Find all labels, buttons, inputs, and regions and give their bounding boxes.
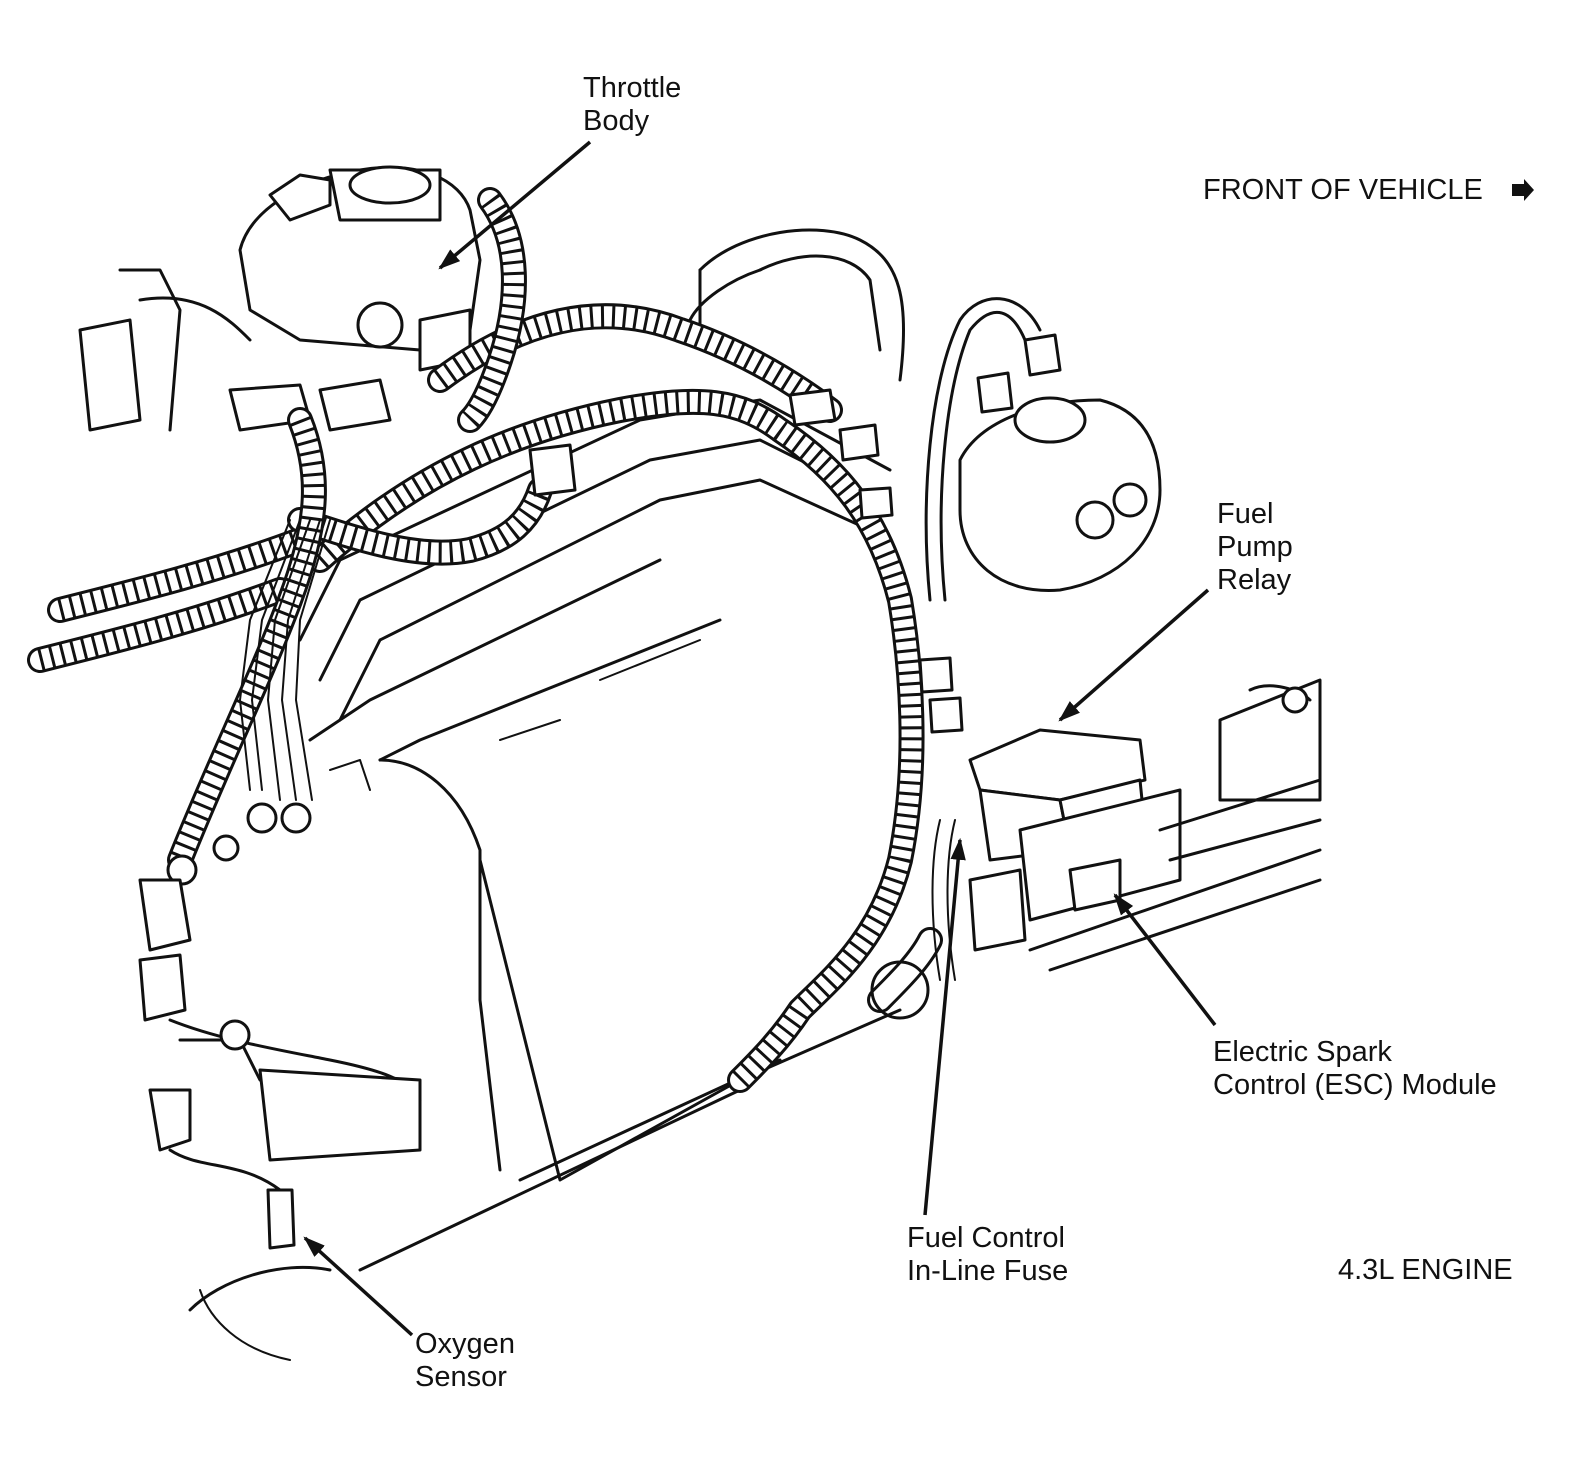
esc-module-line-2: Control (ESC) Module (1213, 1069, 1497, 1101)
vehicle-frame (1028, 678, 1322, 972)
harness-connectors (528, 388, 964, 734)
throttle-body-label: Throttle Body (583, 72, 681, 138)
oxygen-sensor-label: Oxygen Sensor (415, 1328, 515, 1394)
fuel-pump-relay-line-2: Pump (1217, 531, 1293, 563)
wiring-harness (27, 187, 943, 1093)
fuel-control-fuse-line-2: In-Line Fuse (907, 1255, 1069, 1287)
throttle-body-assembly (78, 165, 482, 432)
front-of-vehicle-text: FRONT OF VEHICLE (1203, 174, 1483, 206)
fuel-pump-relay-label: Fuel Pump Relay (1217, 498, 1293, 597)
throttle-body-label-line-1: Throttle (583, 72, 682, 104)
fuel-control-fuse-line-1: Fuel Control (907, 1222, 1065, 1254)
oxygen-sensor-line-1: Oxygen (415, 1328, 515, 1360)
throttle-body-label-line-2: Body (583, 105, 650, 137)
fuel-pump-relay-leader (1058, 588, 1210, 722)
esc-module-line-1: Electric Spark (1213, 1036, 1392, 1068)
oxygen-sensor-line-2: Sensor (415, 1361, 507, 1393)
fuel-canister (924, 297, 1162, 602)
exhaust-manifold (138, 878, 422, 1361)
esc-module-label: Electric Spark Control (ESC) Module (1213, 1036, 1497, 1102)
right-pointing-arrow-icon (1512, 179, 1534, 201)
fuel-control-fuse-label: Fuel Control In-Line Fuse (907, 1222, 1068, 1288)
relay-module-cluster (931, 728, 1182, 981)
esc-module-leader (1113, 893, 1217, 1027)
oxygen-sensor-leader (303, 1236, 414, 1337)
engine-label-text: 4.3L ENGINE (1338, 1254, 1513, 1286)
left-wire-bundle (166, 519, 371, 886)
leader-lines (303, 140, 1217, 1337)
engine-label: 4.3L ENGINE (1338, 1254, 1513, 1287)
fuel-fuse-leader (923, 837, 966, 1216)
fuel-pump-relay-line-1: Fuel (1217, 498, 1274, 530)
front-of-vehicle-label: FRONT OF VEHICLE (1203, 174, 1483, 207)
throttle-body-leader (438, 140, 592, 270)
fuel-pump-relay-line-3: Relay (1217, 564, 1292, 596)
air-cleaner (688, 228, 906, 382)
